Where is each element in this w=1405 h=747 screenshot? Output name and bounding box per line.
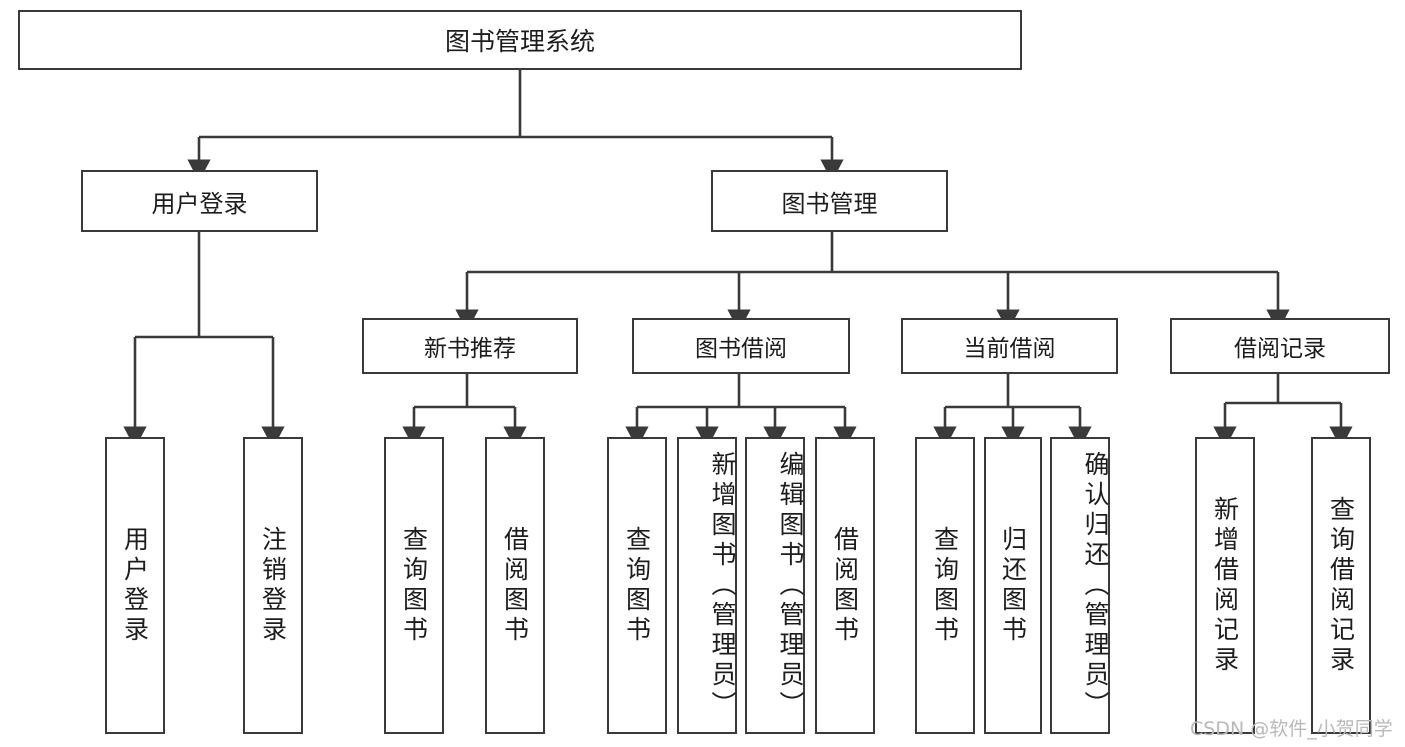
node-label: 查询图书 bbox=[622, 525, 652, 646]
node-new-book-recommend[interactable]: 新书推荐 bbox=[362, 318, 578, 374]
leaf-query-borrow-record[interactable]: 查询借阅记录 bbox=[1311, 437, 1371, 734]
node-book-management[interactable]: 图书管理 bbox=[711, 170, 948, 232]
node-current-borrow[interactable]: 当前借阅 bbox=[901, 318, 1118, 374]
leaf-borrow-book[interactable]: 借阅图书 bbox=[815, 437, 875, 734]
leaf-query-book-current[interactable]: 查询图书 bbox=[915, 437, 975, 734]
leaf-return-book[interactable]: 归还图书 bbox=[984, 437, 1042, 734]
node-label: 图书借阅 bbox=[695, 336, 787, 362]
leaf-confirm-return-admin[interactable]: 确认归还（管理员） bbox=[1050, 437, 1110, 734]
node-label: 编辑图书（管理员） bbox=[776, 450, 805, 721]
node-label: 图书管理 bbox=[781, 189, 878, 218]
node-label: 确认归还（管理员） bbox=[1081, 450, 1110, 721]
node-label: 新增借阅记录 bbox=[1210, 495, 1240, 676]
node-label: 查询借阅记录 bbox=[1326, 495, 1356, 676]
node-label: 新增图书（管理员） bbox=[708, 450, 737, 721]
node-label: 当前借阅 bbox=[963, 336, 1056, 362]
leaf-edit-book-admin[interactable]: 编辑图书（管理员） bbox=[745, 437, 805, 734]
leaf-add-borrow-record[interactable]: 新增借阅记录 bbox=[1195, 437, 1255, 734]
node-label: 借阅图书 bbox=[500, 525, 530, 646]
node-label: 查询图书 bbox=[930, 525, 960, 646]
node-label: 新书推荐 bbox=[424, 336, 516, 362]
node-label: 借阅图书 bbox=[830, 525, 860, 646]
leaf-borrow-book-recommend[interactable]: 借阅图书 bbox=[485, 437, 545, 734]
node-label: 用户登录 bbox=[120, 525, 150, 646]
leaf-add-book-admin[interactable]: 新增图书（管理员） bbox=[677, 437, 737, 734]
leaf-user-login[interactable]: 用户登录 bbox=[105, 437, 165, 734]
node-user-login[interactable]: 用户登录 bbox=[81, 170, 318, 232]
node-book-borrow[interactable]: 图书借阅 bbox=[632, 318, 850, 374]
leaf-query-book-recommend[interactable]: 查询图书 bbox=[384, 437, 444, 734]
node-label: 归还图书 bbox=[998, 525, 1028, 646]
node-label: 用户登录 bbox=[151, 189, 248, 218]
node-root-book-management-system[interactable]: 图书管理系统 bbox=[18, 10, 1022, 70]
leaf-query-book-borrow[interactable]: 查询图书 bbox=[607, 437, 667, 734]
node-label: 注销登录 bbox=[258, 525, 288, 646]
node-borrow-record[interactable]: 借阅记录 bbox=[1170, 318, 1390, 374]
node-label: 图书管理系统 bbox=[444, 27, 595, 56]
watermark-text: CSDN @软件_小贺同学 bbox=[1190, 718, 1393, 740]
leaf-logout[interactable]: 注销登录 bbox=[243, 437, 303, 734]
node-label: 借阅记录 bbox=[1234, 336, 1326, 362]
node-label: 查询图书 bbox=[399, 525, 429, 646]
